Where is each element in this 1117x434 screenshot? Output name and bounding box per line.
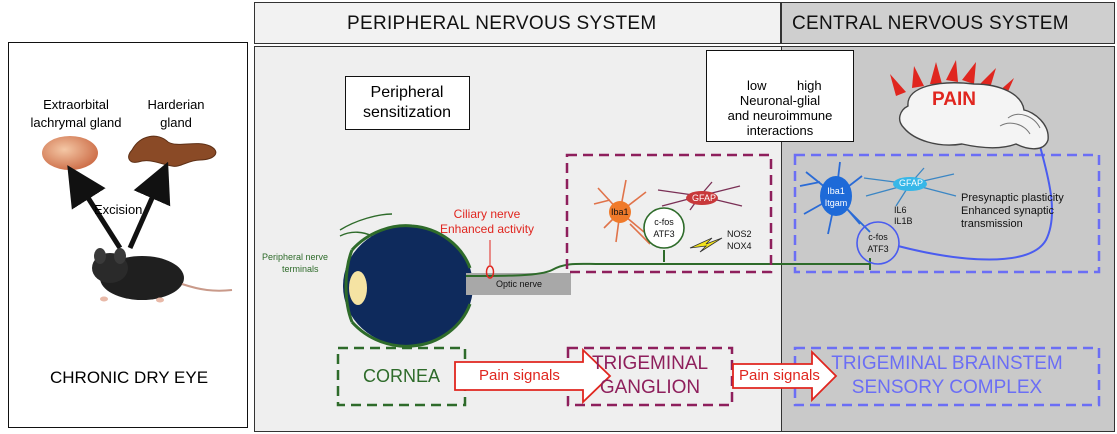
nerve-fiber bbox=[465, 262, 870, 277]
tbsc-itgam-label: Itgam bbox=[824, 198, 848, 208]
terminals-line1: Peripheral nerve bbox=[262, 252, 329, 262]
pns-header: PERIPHERAL NERVOUS SYSTEM bbox=[254, 2, 781, 44]
peripheral-nerve-terminals-label: Peripheral nerve terminals bbox=[262, 251, 328, 275]
pns-header-text: PERIPHERAL NERVOUS SYSTEM bbox=[347, 13, 657, 34]
trigeminal-brainstem-label: TRIGEMINAL BRAINSTEM SENSORY COMPLEX bbox=[795, 352, 1099, 400]
tg-atf3-label: ATF3 bbox=[653, 229, 675, 239]
excision-arrow-right bbox=[127, 161, 171, 250]
peripheral-sensitization-line1: Peripheral bbox=[370, 84, 444, 101]
tbsc-microglia-label: Iba1 Itgam bbox=[822, 185, 850, 209]
tbsc-gfap-label: GFAP bbox=[899, 178, 924, 188]
tg-line2: GANGLION bbox=[599, 377, 701, 398]
gauge-low-label: low bbox=[747, 78, 767, 93]
tbsc-atf3-label: ATF3 bbox=[867, 244, 889, 254]
plasticity-line1: Presynaptic plasticity bbox=[961, 192, 1064, 204]
cns-header: CENTRAL NERVOUS SYSTEM bbox=[781, 2, 1115, 44]
chronic-dry-eye-label: CHRONIC DRY EYE bbox=[50, 368, 209, 387]
eye-illustration bbox=[339, 213, 571, 348]
trigeminal-brainstem-box bbox=[793, 153, 1101, 274]
cytokine-label: IL6 IL1B bbox=[894, 205, 913, 227]
nos2-label: NOS2 bbox=[727, 229, 752, 239]
mouse-illustration bbox=[92, 248, 233, 303]
tbsc-neuron-label: c-fos ATF3 bbox=[862, 231, 894, 255]
trigeminal-ganglion-box bbox=[565, 153, 773, 274]
harderian-gland-label-line1: Harderian bbox=[147, 97, 205, 112]
gauge-high-label: high bbox=[797, 78, 822, 93]
neuronal-glial-interactions-box: low high Neuronal-glial and neuroimmune … bbox=[706, 50, 854, 142]
excision-arrow-left bbox=[67, 165, 123, 250]
tbsc-astrocyte-cell bbox=[863, 167, 957, 207]
tg-gfap-label: GFAP bbox=[692, 193, 717, 203]
pain-signal-arrow-1 bbox=[454, 347, 612, 405]
tbsc-line1: TRIGEMINAL BRAINSTEM bbox=[831, 353, 1063, 374]
lachrymal-gland bbox=[42, 136, 98, 170]
pain-signal-arrow-2 bbox=[732, 349, 838, 403]
tg-nos-nox-label: NOS2 NOX4 bbox=[727, 228, 752, 252]
excision-label: Excision bbox=[94, 202, 143, 217]
cns-header-text: CENTRAL NERVOUS SYSTEM bbox=[792, 13, 1069, 34]
harderian-gland-label-line2: gland bbox=[160, 115, 192, 130]
peripheral-sensitization-box: Peripheral sensitization bbox=[345, 76, 470, 130]
ciliary-nerve-label: Ciliary nerve Enhanced activity bbox=[420, 207, 554, 237]
gauge-line3: interactions bbox=[746, 123, 814, 138]
tg-cfos-label: c-fos bbox=[654, 217, 674, 227]
optic-nerve-label: Optic nerve bbox=[496, 279, 543, 289]
gauge-line1: Neuronal-glial bbox=[739, 93, 821, 108]
cornea-box bbox=[336, 346, 467, 407]
tbsc-microglia-cell bbox=[799, 161, 871, 235]
nox4-label: NOX4 bbox=[727, 241, 752, 251]
lachrymal-gland-label-line1: Extraorbital bbox=[43, 97, 109, 112]
pain-signals-label-1: Pain signals bbox=[479, 367, 560, 384]
tbsc-cfos-label: c-fos bbox=[868, 232, 888, 242]
il1b-label: IL1B bbox=[894, 216, 913, 226]
chronic-dry-eye-panel bbox=[8, 42, 248, 428]
pain-signals-label-2: Pain signals bbox=[739, 367, 820, 384]
ciliary-nerve-line1: Ciliary nerve bbox=[453, 207, 521, 221]
pain-label: PAIN bbox=[932, 89, 976, 110]
gauge-line2: and neuroimmune bbox=[727, 108, 833, 123]
ciliary-nerve-marker bbox=[485, 265, 495, 279]
cornea-label: CORNEA bbox=[362, 366, 440, 386]
lightning-icon bbox=[689, 237, 723, 253]
synaptic-plasticity-label: Presynaptic plasticity Enhanced synaptic… bbox=[961, 192, 1064, 231]
tbsc-iba1-label: Iba1 bbox=[827, 186, 845, 196]
harderian-gland-label: Harderian gland bbox=[136, 96, 216, 132]
peripheral-sensitization-line2: sensitization bbox=[362, 104, 452, 121]
tg-line1: TRIGEMINAL bbox=[591, 353, 709, 374]
il6-label: IL6 bbox=[894, 205, 907, 215]
plasticity-line3: transmission bbox=[961, 218, 1023, 230]
ciliary-nerve-line2: Enhanced activity bbox=[439, 222, 535, 236]
tbsc-line2: SENSORY COMPLEX bbox=[851, 377, 1043, 398]
tg-iba1-label: Iba1 bbox=[611, 207, 629, 217]
tbsc-neuron-cell bbox=[856, 221, 900, 265]
terminals-line2: terminals bbox=[282, 264, 319, 274]
trigeminal-ganglion-label: TRIGEMINAL GANGLION bbox=[568, 352, 732, 400]
lachrymal-gland-label: Extraorbital lachrymal gland bbox=[28, 96, 124, 132]
plasticity-line2: Enhanced synaptic bbox=[961, 205, 1054, 217]
trigeminal-ganglion-bottom-box bbox=[566, 346, 734, 407]
harderian-gland bbox=[128, 135, 217, 167]
tg-neuron-cell bbox=[643, 207, 685, 249]
tg-astrocyte-cell bbox=[657, 181, 743, 211]
brain-illustration bbox=[890, 60, 1049, 150]
tg-neuron-label: c-fos ATF3 bbox=[648, 216, 680, 240]
tg-microglia-cell bbox=[593, 179, 651, 245]
lachrymal-gland-label-line2: lachrymal gland bbox=[30, 115, 122, 130]
